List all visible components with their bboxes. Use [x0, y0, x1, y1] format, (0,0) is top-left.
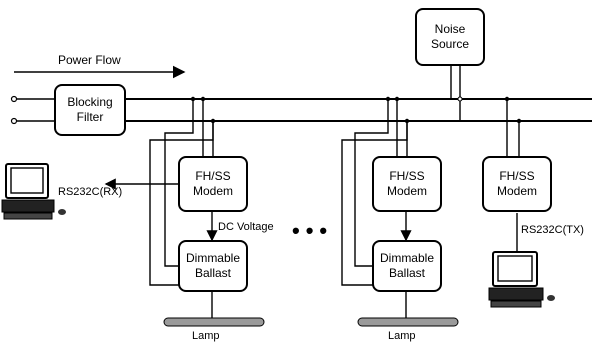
computer-tx-icon	[488, 251, 555, 308]
noise-source-label: Noise Source	[430, 22, 470, 51]
modem-right-block: FH/SS Modem	[482, 156, 552, 212]
rs232c-rx-label: RS232C(RX)	[58, 186, 123, 198]
rs232c-tx-label: RS232C(TX)	[521, 224, 584, 236]
modem-left-block: FH/SS Modem	[178, 156, 248, 212]
modem-mid-label: FH/SS Modem	[386, 169, 427, 198]
dc-voltage-label: DC Voltage	[218, 221, 274, 233]
power-flow-label: Power Flow	[58, 53, 121, 67]
input-terminal-bottom	[10, 117, 18, 125]
input-terminal-top	[10, 95, 18, 103]
modem-mid-block: FH/SS Modem	[372, 156, 442, 212]
computer-rx-icon	[1, 163, 66, 220]
lamp-right-tube	[357, 317, 459, 327]
ballast-left-block: Dimmable Ballast	[178, 240, 248, 292]
modem-left-label: FH/SS Modem	[192, 169, 233, 198]
ballast-right-block: Dimmable Ballast	[372, 240, 442, 292]
ellipsis-dots: •••	[292, 218, 334, 243]
blocking-filter-block: Blocking Filter	[54, 84, 126, 136]
ballast-left-label: Dimmable Ballast	[185, 251, 240, 280]
lamp-left-label: Lamp	[192, 330, 220, 342]
ballast-right-label: Dimmable Ballast	[379, 251, 434, 280]
blocking-filter-label: Blocking Filter	[67, 95, 113, 124]
lamp-right-label: Lamp	[388, 330, 416, 342]
lamp-left-tube	[163, 317, 265, 327]
modem-right-label: FH/SS Modem	[496, 169, 537, 198]
noise-source-block: Noise Source	[415, 8, 485, 66]
